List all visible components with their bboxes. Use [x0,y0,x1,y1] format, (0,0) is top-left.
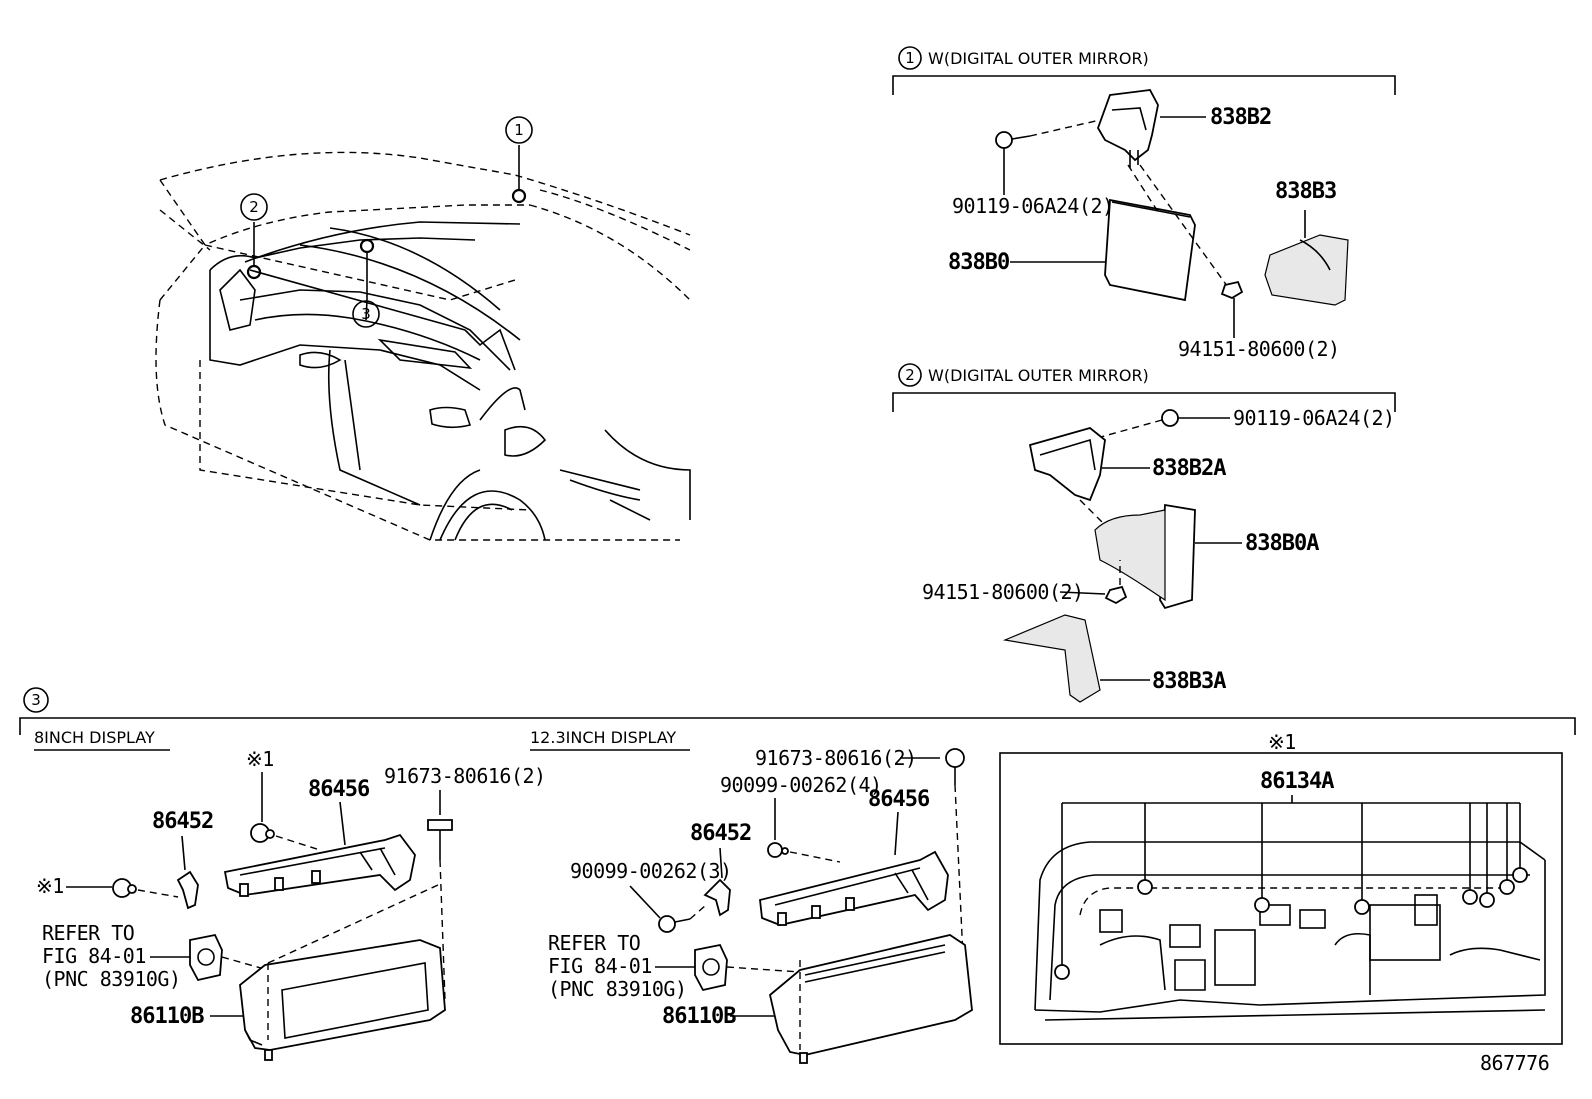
section-3: 3 8INCH DISPLAY ※1 86456 91673-80616(2) [19,687,1576,1064]
detail-note: ※1 [1268,730,1296,754]
part-83910G-8 [189,933,223,982]
label-86110B-8: 86110B [130,1004,204,1029]
section-3-badge: 3 [31,691,41,709]
label-86134A: 86134A [1260,769,1334,794]
label-838B0: 838B0 [948,250,1009,275]
label-838B2A: 838B2A [1152,456,1226,481]
label-86452-12: 86452 [690,821,751,846]
label-86110B-12: 86110B [662,1004,736,1029]
label-86456-8: 86456 [308,777,370,802]
refer-line2-8: FIG 84-01 [42,944,146,968]
label-clip-90099-00262-3: 90099-00262(3) [570,859,732,883]
callout-3: 3 [361,305,371,323]
section-1-title: W(DIGITAL OUTER MIRROR) [928,49,1149,68]
section-2-title: W(DIGITAL OUTER MIRROR) [928,366,1149,385]
refer-line2-12: FIG 84-01 [548,954,652,978]
part-86456-8 [223,833,416,896]
part-86110B-12 [768,934,973,1056]
refer-line3-12: (PNC 83910G) [548,977,687,1001]
note-1-left: ※1 [36,874,64,898]
section-1: 1 W(DIGITAL OUTER MIRROR) 838B2 90119-06… [892,46,1396,361]
refer-line1-12: REFER TO [548,931,640,955]
note-1-top: ※1 [246,747,274,771]
section-2: 2 W(DIGITAL OUTER MIRROR) 90119-06A24(2)… [892,363,1396,703]
detail-frame [999,752,1563,1045]
refer-line3-8: (PNC 83910G) [42,967,181,991]
section-1-badge: 1 [905,49,915,67]
figure-id: 867776 [1480,1051,1549,1075]
callout-1: 1 [514,121,524,139]
refer-line1-8: REFER TO [42,921,134,945]
display-8-inch: 8INCH DISPLAY ※1 86456 91673-80616(2) 86… [34,728,546,1061]
display-12-3-inch: 12.3INCH DISPLAY 91673-80616(2) 90099-00… [530,728,973,1064]
label-838B3: 838B3 [1275,179,1336,204]
section-2-badge: 2 [905,366,915,384]
part-86452-12 [703,878,731,917]
label-bolt-90119-06A24-s1: 90119-06A24(2) [952,194,1114,218]
label-838B2: 838B2 [1210,105,1271,130]
label-86456-12: 86456 [868,787,930,812]
label-bolt-90119-06A24-s2: 90119-06A24(2) [1233,406,1395,430]
part-838B2A [1028,427,1106,502]
display-12-title: 12.3INCH DISPLAY [530,728,676,747]
callout-3-circle [352,300,380,328]
part-838B3 [1264,234,1349,306]
label-nut-94151-80600-s2: 94151-80600(2) [922,580,1084,604]
part-838B0 [1104,198,1196,302]
label-86452-8: 86452 [152,809,213,834]
label-nut-94151-80600-s1: 94151-80600(2) [1178,337,1340,361]
part-838B3A [1002,614,1101,703]
vehicle-overview: 1 2 3 [155,116,691,541]
part-86452-8 [176,870,199,910]
label-screw-91673-80616-8: 91673-80616(2) [384,764,546,788]
label-838B3A: 838B3A [1152,669,1226,694]
label-838B0A: 838B0A [1245,531,1319,556]
detail-86134A: ※1 86134A [999,730,1563,1045]
callout-2: 2 [249,198,259,216]
label-screw-91673-80616-12: 91673-80616(2) [755,746,917,770]
callout-2-circle [240,193,268,221]
part-86110B-8 [239,939,446,1051]
part-838B2 [1097,89,1159,162]
part-86456-12 [759,850,949,926]
display-8-title: 8INCH DISPLAY [34,728,155,747]
callout-1-circle [505,116,533,144]
part-83910G-12 [694,943,728,992]
label-clip-90099-00262-4: 90099-00262(4) [720,773,882,797]
